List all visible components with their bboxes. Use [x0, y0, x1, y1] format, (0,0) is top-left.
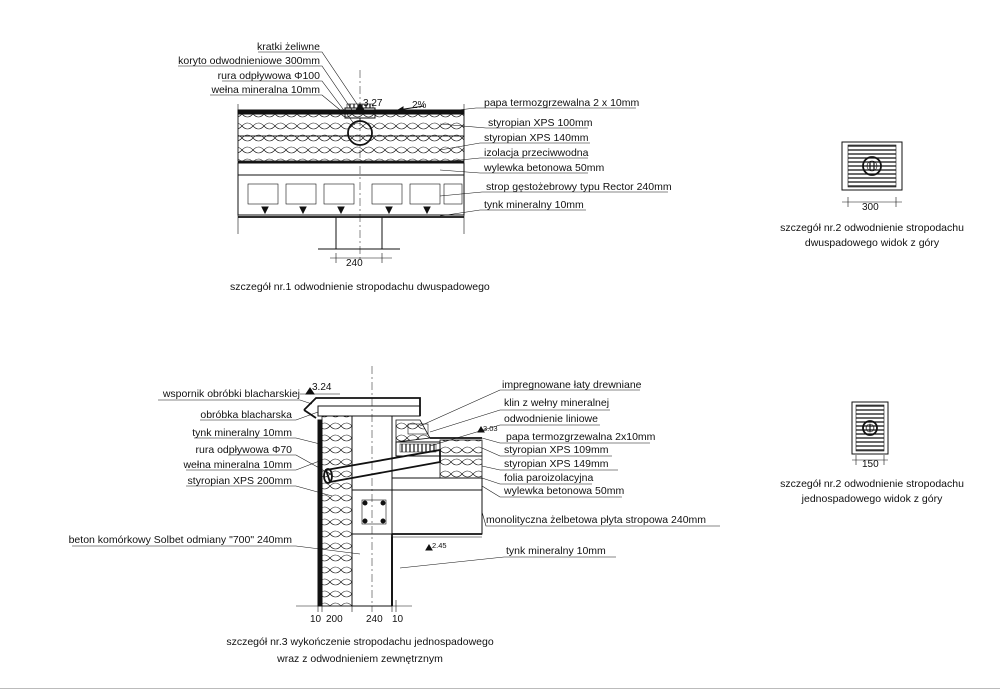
detail-1: 3.27 2% 240 kratki żeliwne koryto odwodn…: [178, 41, 672, 293]
label-xps-149: styropian XPS 149mm: [504, 458, 609, 470]
label-xps100: styropian XPS 100mm: [488, 117, 593, 129]
rc-slab: [351, 489, 483, 535]
screed-layer: [237, 162, 465, 176]
rector-blocks: [247, 183, 463, 215]
label-pipe: rura odpływowa Φ100: [218, 70, 321, 82]
drain-outlet-icon: [862, 420, 878, 436]
label-screed: wylewka betonowa 50mm: [483, 162, 604, 174]
dim-240-text: 240: [346, 258, 363, 269]
detail-3-right-labels: impregnowane łaty drewniane klin z wełny…: [399, 379, 720, 569]
label-plaster: tynk mineralny 10mm: [484, 199, 584, 211]
dim-200: 200: [326, 614, 343, 625]
level-mark-327: 3.27: [355, 98, 383, 111]
dim-240: 240: [366, 614, 383, 625]
detail-3-left-labels: wspornik obróbki blacharskiej obróbka bl…: [69, 388, 361, 555]
detail-2b: 150 szczegół nr.2 odwodnienie stropodach…: [780, 401, 964, 505]
wool-wedge: [395, 419, 431, 443]
label-bracket: wspornik obróbki blacharskiej: [162, 388, 300, 400]
label-wool-3: wełna mineralna 10mm: [182, 459, 292, 471]
label-membrane-3: papa termozgrzewalna 2x10mm: [506, 431, 656, 443]
page-bottom-rule: [0, 688, 1000, 689]
flashing: [303, 397, 421, 416]
level-324-text: 3.24: [312, 382, 332, 393]
label-xps140: styropian XPS 140mm: [484, 132, 589, 144]
level-mark-303: 3.03: [477, 424, 498, 433]
drain-plan-300: [841, 141, 903, 191]
label-wool: wełna mineralna 10mm: [210, 84, 320, 96]
label-plaster-3: tynk mineralny 10mm: [192, 427, 292, 439]
slope-mark: 2%: [396, 100, 427, 111]
detail-3-caption-2: wraz z odwodnieniem zewnętrznym: [276, 653, 443, 665]
label-grate: kratki żeliwne: [257, 41, 320, 53]
detail-1-right-labels: papa termozgrzewalna 2 x 10mm styropian …: [439, 97, 672, 217]
level-303-text: 3.03: [483, 424, 498, 433]
dim-300-text: 300: [862, 202, 879, 213]
label-aerated-concrete: beton komórkowy Solbet odmiany "700" 240…: [69, 534, 293, 546]
label-battens: impregnowane łaty drewniane: [502, 379, 642, 391]
outlet-pipe-70: [324, 448, 441, 484]
label-rc-slab: monolityczna żelbetowa płyta stropowa 24…: [486, 514, 706, 526]
label-flashing: obróbka blacharska: [200, 409, 292, 421]
dim-150-text: 150: [862, 459, 879, 470]
xps-149: [439, 455, 483, 479]
label-plaster-inner: tynk mineralny 10mm: [506, 545, 606, 557]
level-245-text: 2.45: [432, 541, 447, 550]
label-wedge: klin z wełny mineralnej: [504, 397, 609, 409]
right-leaders: [439, 107, 668, 217]
label-membrane: papa termozgrzewalna 2 x 10mm: [484, 97, 639, 109]
drain-outlet-icon: [862, 156, 882, 176]
slope-text: 2%: [412, 100, 427, 111]
dim-10-a: 10: [310, 614, 322, 625]
detail-3-caption-1: szczegół nr.3 wykończenie stropodachu je…: [226, 636, 494, 648]
rector-slab: [237, 174, 465, 216]
detail-2b-caption-1: szczegół nr.2 odwodnienie stropodachu: [780, 478, 964, 490]
label-rector: strop gęstożebrowy typu Rector 240mm: [486, 181, 672, 193]
support-beam: [335, 216, 383, 250]
xps-109: [439, 439, 483, 457]
detail-1-section: 3.27 2% 240: [237, 70, 465, 269]
right-leaders-3: [399, 389, 720, 569]
label-xps-109: styropian XPS 109mm: [504, 444, 609, 456]
linear-drain: [395, 441, 441, 457]
level-327-text: 3.27: [363, 98, 383, 109]
label-xps-200: styropian XPS 200mm: [188, 475, 293, 487]
left-leaders: [178, 51, 358, 126]
outer-plaster: [317, 419, 323, 607]
label-linear-drain: odwodnienie liniowe: [504, 413, 598, 425]
level-mark-324: 3.24: [300, 382, 340, 395]
dims-detail-3: 10 200 240 10: [296, 600, 412, 625]
screed-3: [391, 477, 483, 491]
dim-240-d1: 240: [330, 253, 392, 269]
detail-1-caption: szczegół nr.1 odwodnienie stropodachu dw…: [230, 281, 490, 293]
label-screed-3: wylewka betonowa 50mm: [503, 485, 624, 497]
left-leaders-3: [72, 399, 361, 555]
detail-2a-caption-1: szczegół nr.2 odwodnienie stropodachu: [780, 222, 964, 234]
detail-3-section: 3.24 3.03 2.45 10 200 240 10: [296, 366, 498, 625]
xps-200-wall: [321, 415, 353, 607]
detail-2a-caption-2: dwuspadowego widok z góry: [805, 237, 940, 249]
dim-10-b: 10: [392, 614, 404, 625]
label-pipe-70: rura odpływowa Φ70: [195, 444, 292, 456]
drain-plan-150: [851, 401, 889, 455]
detail-1-left-labels: kratki żeliwne koryto odwodnieniowe 300m…: [178, 41, 358, 126]
parapet-cap: [317, 405, 421, 417]
label-waterproof: izolacja przeciwwodna: [484, 147, 589, 159]
label-channel: koryto odwodnieniowe 300mm: [178, 55, 320, 67]
level-mark-245: 2.45: [425, 541, 447, 551]
label-vapour: folia paroizolacyjna: [504, 472, 593, 484]
detail-2a: 300 szczegół nr.2 odwodnienie stropodach…: [780, 141, 964, 249]
membrane-layer: [237, 109, 465, 115]
ring-beam-rebar: [361, 499, 387, 525]
detail-3: 3.24 3.03 2.45 10 200 240 10: [69, 366, 720, 665]
detail-2b-caption-2: jednospadowego widok z góry: [801, 493, 943, 505]
